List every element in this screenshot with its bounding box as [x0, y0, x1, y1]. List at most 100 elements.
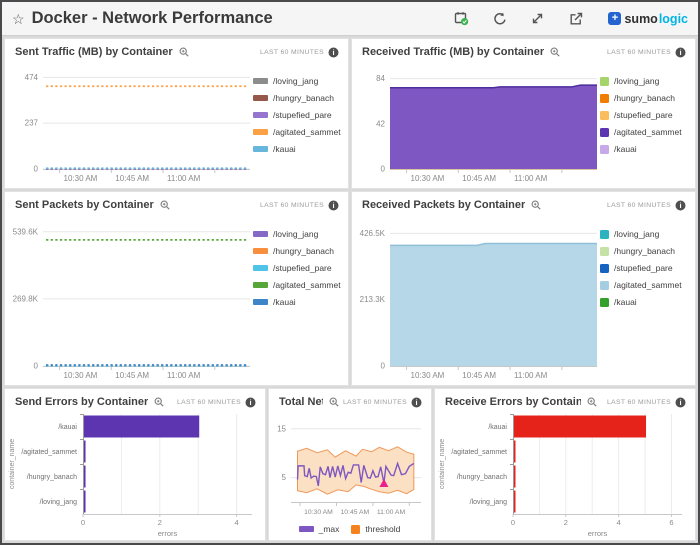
legend-label: /hungry_banach [273, 93, 334, 103]
legend-item[interactable]: /loving_jang [253, 76, 345, 86]
panel-sent-packets: Sent Packets by Container LAST 60 MINUTE… [4, 191, 349, 386]
panel-receive-errors: Receive Errors by Container LAST 60 MINU… [434, 388, 696, 541]
legend-dash-marker [298, 525, 314, 533]
dashboard-title: Docker - Network Performance [31, 9, 273, 27]
legend-item[interactable]: /agitated_sammet [600, 280, 692, 290]
legend-item[interactable]: /stupefied_pare [253, 263, 345, 273]
legend-item[interactable]: /agitated_sammet [253, 280, 345, 290]
sumologic-logo-logic: logic [658, 11, 688, 26]
legend-label: threshold [365, 524, 401, 534]
svg-text:i: i [415, 398, 417, 407]
magnifier-zoom-icon[interactable] [550, 47, 560, 57]
svg-text:213.3K: 213.3K [360, 295, 386, 304]
legend-item[interactable]: /loving_jang [253, 229, 345, 239]
legend-item[interactable]: /stupefied_pare [253, 110, 345, 120]
legend-item[interactable]: /stupefied_pare [600, 263, 692, 273]
legend-item[interactable]: /kauai [253, 144, 345, 154]
refresh-icon[interactable] [492, 11, 507, 26]
info-icon[interactable]: i [675, 200, 686, 211]
svg-text:4: 4 [235, 518, 239, 527]
panel-title: Receive Errors by Container [445, 396, 581, 408]
legend-item[interactable]: /agitated_sammet [600, 127, 692, 137]
legend-dash-marker [253, 111, 268, 119]
svg-text:/loving_jang: /loving_jang [40, 499, 77, 506]
legend-item[interactable]: /loving_jang [600, 229, 692, 239]
time-range-label[interactable]: LAST 60 MINUTES [342, 398, 407, 406]
time-range-label[interactable]: LAST 60 MINUTES [259, 48, 324, 56]
svg-text:2: 2 [158, 518, 162, 527]
legend-item[interactable]: /stupefied_pare [600, 110, 692, 120]
info-icon[interactable]: i [245, 397, 256, 408]
legend-item[interactable]: /kauai [600, 297, 692, 307]
legend-square-marker [600, 76, 609, 86]
legend-item[interactable]: /hungry_banach [253, 93, 345, 103]
panel-sent-traffic: Sent Traffic (MB) by Container LAST 60 M… [4, 38, 349, 189]
svg-text:i: i [332, 201, 334, 210]
svg-text:i: i [249, 398, 251, 407]
svg-text:/loving_jang: /loving_jang [470, 499, 507, 506]
panel-header: Total Network Err... LAST 60 MINUTES i [269, 389, 431, 410]
dashboard-row-1: Sent Traffic (MB) by Container LAST 60 M… [4, 38, 696, 189]
legend-item[interactable]: /kauai [600, 144, 692, 154]
svg-text:0: 0 [81, 518, 85, 527]
legend-dash-marker [253, 145, 268, 153]
favorite-star-icon[interactable]: ☆ [12, 10, 25, 27]
svg-text:42: 42 [376, 119, 385, 128]
legend-square-marker [600, 297, 609, 307]
time-range-label[interactable]: LAST 60 MINUTES [606, 398, 671, 406]
panel-title: Total Network Err... [279, 396, 323, 408]
panel-title: Received Packets by Container [362, 199, 526, 211]
magnifier-zoom-icon[interactable] [160, 200, 170, 210]
svg-text:11:00 AM: 11:00 AM [514, 371, 548, 380]
panel-header: Sent Traffic (MB) by Container LAST 60 M… [5, 39, 348, 60]
legend-item[interactable]: /hungry_banach [253, 246, 345, 256]
legend-item[interactable]: /kauai [253, 297, 345, 307]
legend-item[interactable]: /loving_jang [600, 76, 692, 86]
legend-dash-marker [253, 264, 268, 272]
magnifier-zoom-icon[interactable] [587, 397, 597, 407]
magnifier-zoom-icon[interactable] [329, 397, 339, 407]
legend-item[interactable]: /hungry_banach [600, 246, 692, 256]
legend-square-marker [600, 280, 609, 290]
magnifier-zoom-icon[interactable] [154, 397, 164, 407]
svg-text:10:30 AM: 10:30 AM [304, 509, 333, 516]
legend-square-marker [600, 93, 609, 103]
svg-text:5: 5 [282, 473, 287, 482]
panel-title: Sent Packets by Container [15, 199, 154, 211]
legend-item[interactable]: threshold [351, 524, 400, 534]
time-range-label[interactable]: LAST 60 MINUTES [606, 48, 671, 56]
magnifier-zoom-icon[interactable] [179, 47, 189, 57]
legend-label: _max [318, 524, 340, 534]
panel-received-traffic: Received Traffic (MB) by Container LAST … [351, 38, 696, 189]
legend-label: /agitated_sammet [614, 280, 682, 290]
share-icon[interactable] [568, 11, 583, 26]
legend-item[interactable]: _max [298, 524, 340, 534]
info-icon[interactable]: i [328, 200, 339, 211]
schedule-report-icon[interactable] [454, 11, 469, 26]
legend-item[interactable]: /agitated_sammet [253, 127, 345, 137]
info-icon[interactable]: i [411, 397, 422, 408]
info-icon[interactable]: i [675, 47, 686, 58]
panel-title: Send Errors by Container [15, 396, 149, 408]
svg-text:10:45 AM: 10:45 AM [462, 371, 496, 380]
legend-item[interactable]: /hungry_banach [600, 93, 692, 103]
svg-text:10:30 AM: 10:30 AM [411, 174, 445, 183]
fullscreen-icon[interactable] [530, 11, 545, 26]
legend-label: /agitated_sammet [614, 127, 682, 137]
svg-text:269.8K: 269.8K [13, 294, 39, 303]
legend-sent-packets: /loving_jang/hungry_banach/stupefied_par… [253, 214, 345, 383]
legend-label: /agitated_sammet [273, 280, 341, 290]
time-range-label[interactable]: LAST 60 MINUTES [259, 201, 324, 209]
svg-text:4: 4 [617, 518, 621, 527]
info-icon[interactable]: i [328, 47, 339, 58]
panel-header: Received Traffic (MB) by Container LAST … [352, 39, 695, 60]
magnifier-zoom-icon[interactable] [531, 200, 541, 210]
time-range-label[interactable]: LAST 60 MINUTES [606, 201, 671, 209]
info-icon[interactable]: i [675, 397, 686, 408]
time-range-label[interactable]: LAST 60 MINUTES [176, 398, 241, 406]
